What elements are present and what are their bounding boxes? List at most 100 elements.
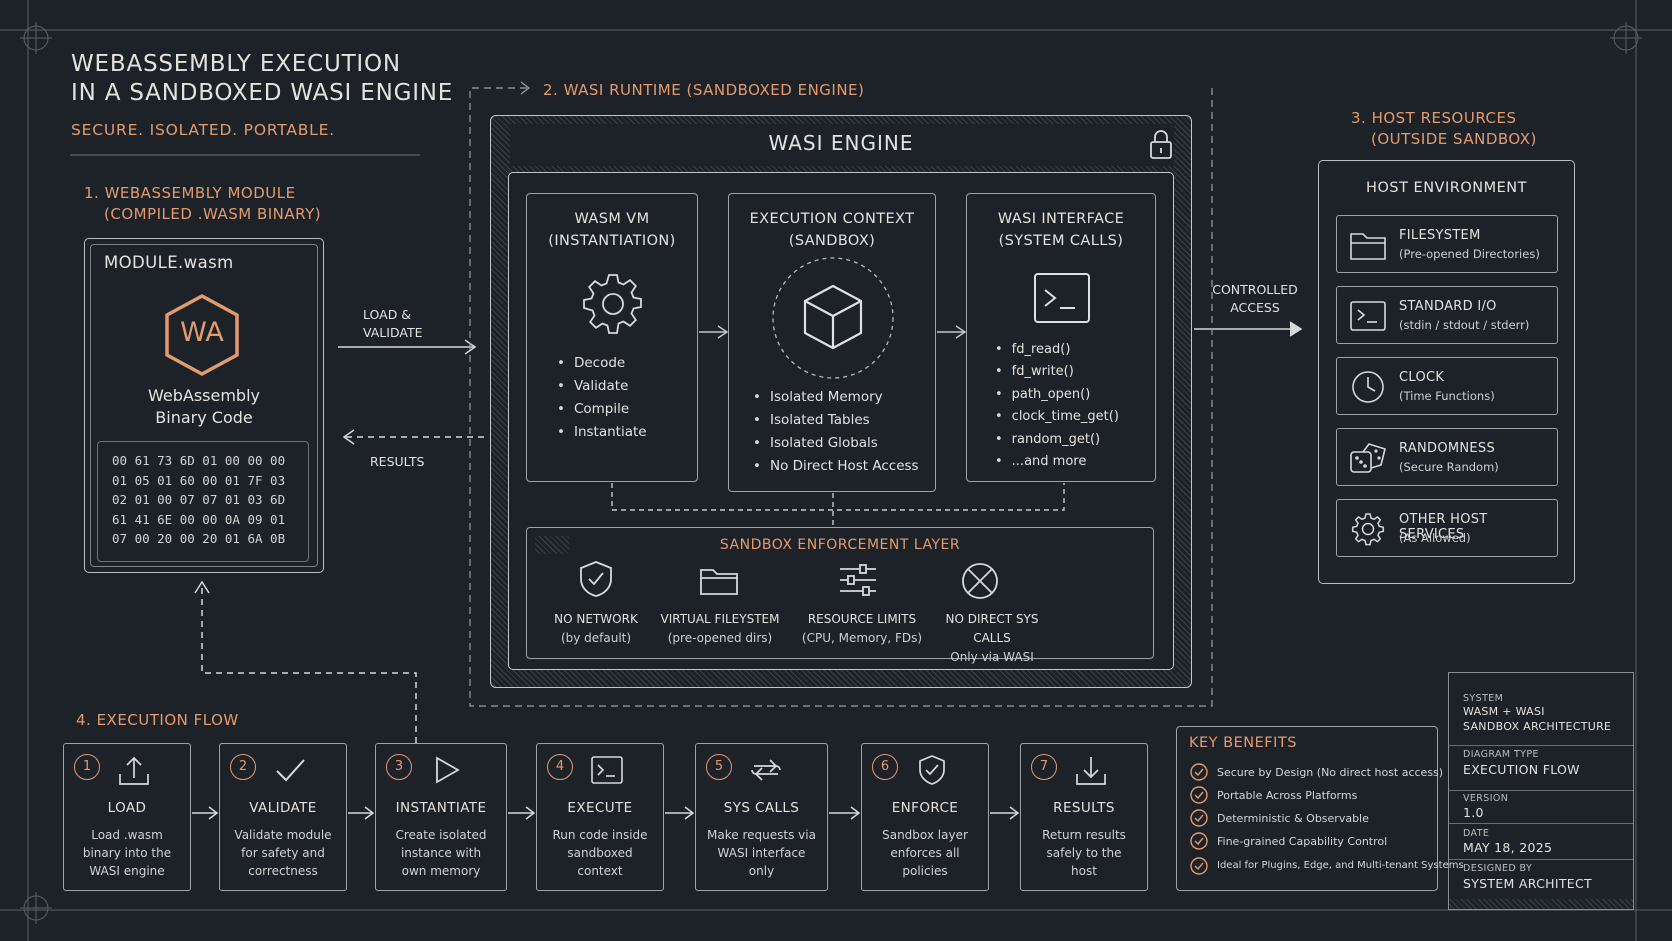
- host-item-sub: (As Allowed): [1399, 531, 1471, 545]
- key-benefits-panel: [1176, 726, 1438, 891]
- check-circle-icon: [1190, 763, 1208, 781]
- tb-type-label: DIAGRAM TYPE: [1463, 749, 1539, 760]
- tb-designer-value: SYSTEM ARCHITECT: [1463, 876, 1592, 891]
- tb-system-label: SYSTEM: [1463, 693, 1504, 704]
- results-label: RESULTS: [370, 454, 425, 469]
- hex-line: 61 41 6E 00 00 0A 09 01: [112, 511, 286, 527]
- host-item-label: RANDOMNESS: [1399, 441, 1496, 456]
- step-desc: Run code inside sandboxed context: [552, 828, 648, 878]
- x-circle-icon: [962, 563, 998, 599]
- folder-icon: [1350, 233, 1386, 260]
- hex-lines: 00 61 73 6D 01 00 00 00 01 05 01 60 00 0…: [112, 451, 285, 549]
- module-heading-line-1: 1. WEBASSEMBLY MODULE: [84, 184, 296, 202]
- benefit-item: Deterministic & Observable: [1217, 812, 1369, 825]
- list-item: No Direct Host Access: [753, 455, 919, 478]
- host-item-sub: (stdin / stdout / stderr): [1399, 318, 1530, 332]
- interface-title: WASI INTERFACE (SYSTEM CALLS): [967, 208, 1155, 252]
- check-circle-icon: [1190, 857, 1208, 875]
- gear-icon: [1351, 513, 1385, 546]
- lock-icon: [1150, 130, 1172, 159]
- hex-dump: [97, 441, 309, 562]
- interface-title-line-2: (SYSTEM CALLS): [998, 233, 1124, 249]
- dice-icon: [1350, 443, 1386, 473]
- tb-designer-label: DESIGNED BY: [1463, 863, 1533, 874]
- enforcement-label: NO DIRECT SYS CALLS: [945, 612, 1039, 645]
- step-title: EXECUTE: [567, 800, 633, 816]
- tb-type-value: EXECUTION FLOW: [1463, 762, 1580, 777]
- enforcement-sub: (by default): [560, 631, 632, 645]
- step-number: 7: [1031, 754, 1057, 780]
- list-item: Isolated Tables: [753, 409, 919, 432]
- list-item: Validate: [557, 375, 647, 398]
- module-heading: 1. WEBASSEMBLY MODULE (COMPILED .WASM BI…: [84, 183, 321, 225]
- exchange-icon: [751, 759, 781, 781]
- context-title-line-1: EXECUTION CONTEXT: [749, 211, 915, 227]
- list-item: fd_read(): [995, 339, 1119, 361]
- hex-line: 01 05 01 60 00 01 7F 03: [112, 472, 286, 488]
- upload-icon: [119, 756, 149, 785]
- host-item-sub: (Secure Random): [1399, 460, 1499, 474]
- host-item-label: CLOCK: [1399, 370, 1445, 385]
- list-item: random_get(): [995, 429, 1119, 451]
- step-number: 1: [74, 754, 100, 780]
- step-number: 4: [547, 754, 573, 780]
- benefit-item: Ideal for Plugins, Edge, and Multi-tenan…: [1217, 860, 1464, 871]
- flow-step-execute: 4 EXECUTE Run code inside sandboxed cont…: [536, 743, 664, 891]
- list-item: Decode: [557, 352, 647, 375]
- step-number: 6: [872, 754, 898, 780]
- host-item-other-services: OTHER HOST SERVICES (As Allowed): [1336, 499, 1558, 557]
- title-line-1: WEBASSEMBLY EXECUTION: [71, 51, 401, 77]
- clock-icon: [1352, 371, 1384, 403]
- sandbox-enforcement-layer: SANDBOX ENFORCEMENT LAYER: [526, 527, 1154, 659]
- benefit-item: Portable Across Platforms: [1217, 789, 1358, 802]
- title-block: [1448, 672, 1634, 910]
- hex-line: 00 61 73 6D 01 00 00 00: [112, 453, 286, 468]
- controlled-line-1: CONTROLLED: [1212, 282, 1298, 297]
- step-desc: Create isolated instance with own memory: [395, 828, 487, 878]
- controlled-access-label: CONTROLLED ACCESS: [1205, 281, 1305, 317]
- list-item: clock_time_get(): [995, 406, 1119, 428]
- step-title: SYS CALLS: [723, 800, 800, 816]
- folder-icon: [700, 569, 738, 595]
- interface-title-line-1: WASI INTERFACE: [997, 211, 1125, 227]
- list-item: Isolated Globals: [753, 432, 919, 455]
- check-icon: [276, 759, 305, 782]
- step-desc: Make requests via WASI interface only: [707, 828, 816, 878]
- context-list: Isolated Memory Isolated Tables Isolated…: [753, 386, 919, 478]
- tb-version-value: 1.0: [1463, 805, 1484, 820]
- sliders-icon: [840, 564, 876, 596]
- tb-date-label: DATE: [1463, 828, 1490, 839]
- enforcement-label: VIRTUAL FILEYSTEM: [660, 612, 780, 626]
- step-desc: Return results safely to the host: [1042, 828, 1126, 878]
- context-title-line-2: (SANDBOX): [788, 233, 876, 249]
- module-heading-line-2: (COMPILED .WASM BINARY): [104, 205, 322, 223]
- host-item-label: FILESYSTEM: [1399, 228, 1481, 243]
- check-circle-icon: [1190, 786, 1208, 804]
- hex-line: 02 01 00 07 07 01 03 6D: [112, 492, 286, 507]
- load-label-line-2: VALIDATE: [363, 325, 423, 340]
- wasm-vm-panel: WASM VM (INSTANTIATION) Decode Validate …: [526, 193, 698, 482]
- shield-check-icon: [580, 561, 612, 597]
- flow-step-results: 7 RESULTS Return results safely to the h…: [1020, 743, 1148, 891]
- step-title: VALIDATE: [249, 800, 317, 816]
- step-desc: Validate module for safety and correctne…: [234, 828, 332, 878]
- terminal-icon: [591, 756, 623, 784]
- host-item-sub: (Pre-opened Directories): [1399, 247, 1540, 261]
- benefit-item: Secure by Design (No direct host access): [1217, 766, 1444, 779]
- step-desc: Load .wasm binary into the WASI engine: [82, 828, 172, 878]
- load-label: LOAD & VALIDATE: [363, 306, 422, 342]
- step-number: 5: [706, 754, 732, 780]
- check-circle-icon: [1190, 832, 1208, 850]
- step-number: 3: [386, 754, 412, 780]
- enforcement-item: RESOURCE LIMITS (CPU, Memory, FDs): [788, 610, 936, 648]
- host-environment-panel: HOST ENVIRONMENT: [1318, 160, 1575, 584]
- host-item-randomness: RANDOMNESS (Secure Random): [1336, 428, 1558, 486]
- enforcement-sub: Only via WASI: [950, 650, 1034, 664]
- list-item: Compile: [557, 398, 647, 421]
- hex-line: 07 00 20 00 20 01 6A 0B: [112, 531, 286, 546]
- host-item-clock: CLOCK (Time Functions): [1336, 357, 1558, 415]
- cube-icon: [772, 257, 894, 379]
